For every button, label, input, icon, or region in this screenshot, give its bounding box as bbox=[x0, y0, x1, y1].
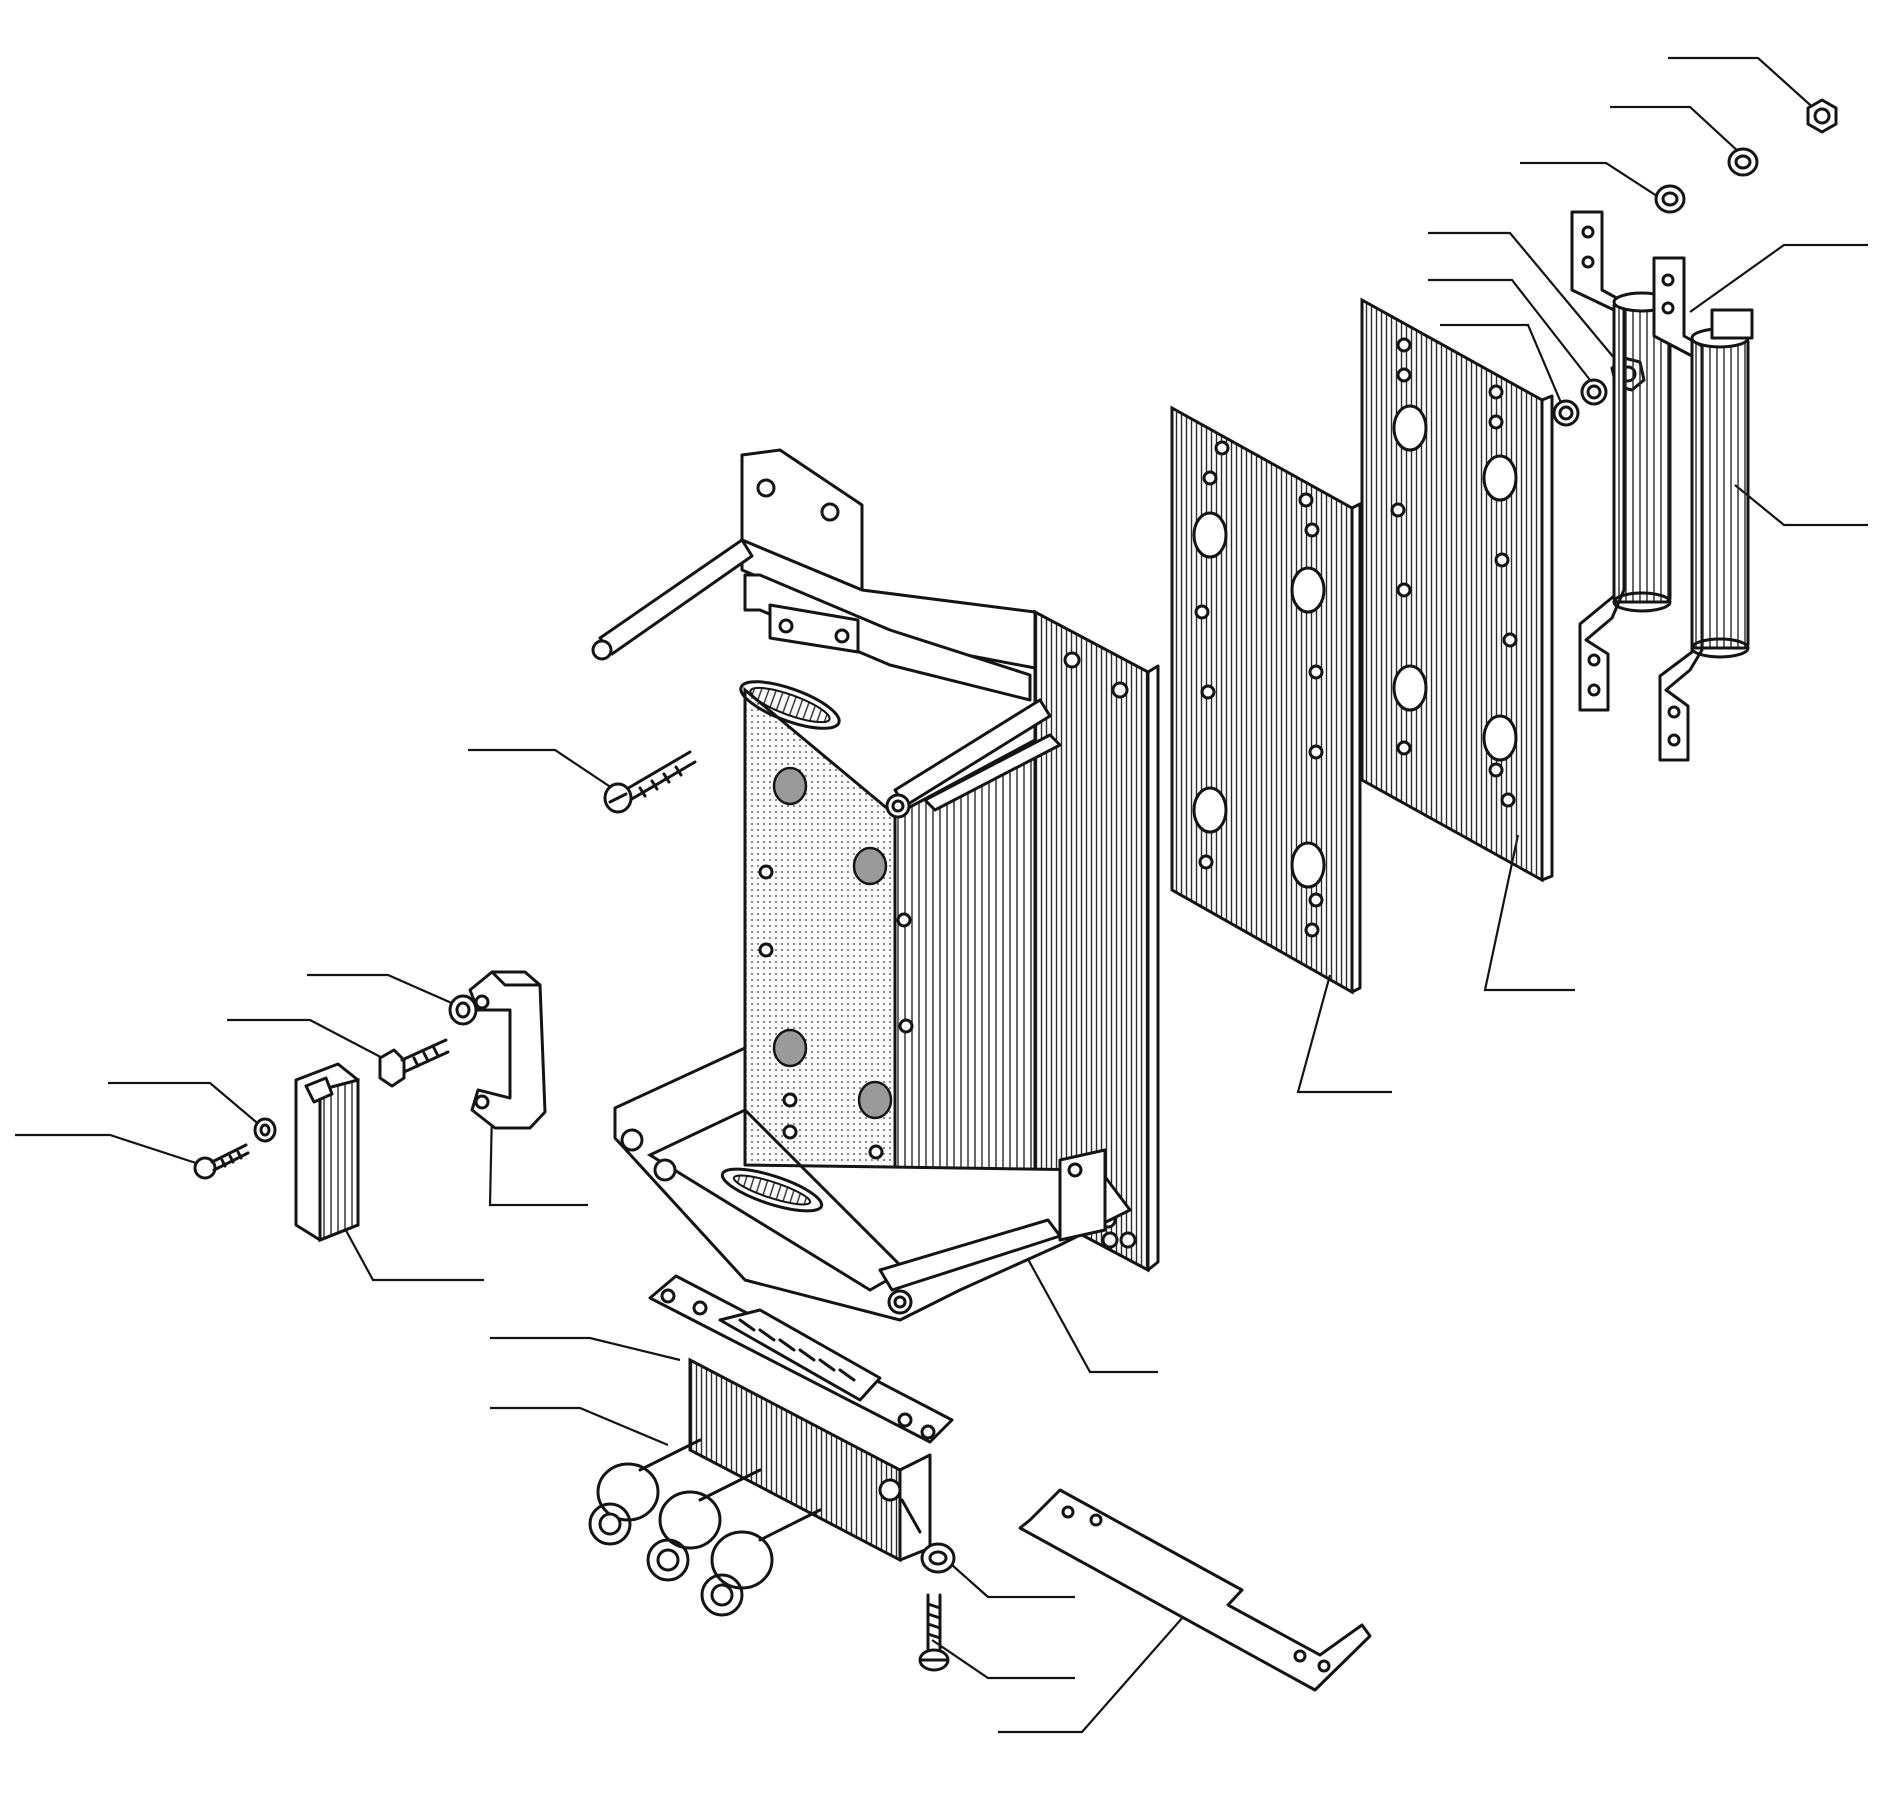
bracket-icon bbox=[468, 970, 547, 1130]
leader-clamp-bracket bbox=[488, 1109, 588, 1207]
washer-icon bbox=[1727, 147, 1759, 177]
washer-icon bbox=[1552, 399, 1580, 427]
plate-icon bbox=[1170, 405, 1362, 995]
washer-icon bbox=[448, 994, 478, 1026]
terminal-icon bbox=[294, 1062, 360, 1243]
strip-icon bbox=[1018, 1488, 1372, 1692]
leader-washer-mid-2 bbox=[1440, 323, 1564, 406]
leader-hex-bolt bbox=[227, 1018, 391, 1063]
leader-long-screw bbox=[468, 748, 616, 791]
leader-plain-washer bbox=[307, 973, 464, 1010]
leader-lock-washer-lower bbox=[951, 1564, 1075, 1599]
washer-icon bbox=[1654, 184, 1686, 214]
leader-cover-strip bbox=[998, 1599, 1199, 1734]
washer-icon bbox=[920, 1542, 956, 1574]
leader-spring-washer bbox=[108, 1081, 263, 1128]
bus-bar-icon bbox=[1570, 210, 1672, 712]
leader-stud-nut bbox=[1428, 231, 1621, 366]
leader-washer-top-2 bbox=[1520, 161, 1664, 201]
gland-icon bbox=[588, 1438, 822, 1617]
frame-icon bbox=[591, 448, 1160, 1322]
washer-icon bbox=[253, 1117, 277, 1143]
leader-plate-front bbox=[1483, 834, 1575, 992]
leader-bus-bar-right bbox=[1734, 484, 1868, 527]
leader-plate-rear bbox=[1296, 974, 1392, 1094]
leader-connector-housing bbox=[490, 1336, 681, 1362]
bolt-icon bbox=[378, 1038, 450, 1088]
hex-nut-icon bbox=[1806, 98, 1838, 134]
leader-terminal-block bbox=[342, 1224, 484, 1282]
connector-icon bbox=[648, 1274, 954, 1563]
screw-icon bbox=[193, 1143, 250, 1180]
washer-icon bbox=[1580, 378, 1608, 406]
leader-mounting-screw-lower bbox=[931, 1639, 1075, 1680]
plate-icon bbox=[1360, 297, 1554, 883]
screw-icon bbox=[918, 1593, 950, 1672]
leader-bus-bar-left bbox=[1689, 243, 1868, 313]
screw-icon bbox=[603, 750, 697, 814]
leader-washer-top-1 bbox=[1610, 105, 1741, 154]
leader-small-screw bbox=[15, 1133, 203, 1167]
bus-bar-icon bbox=[1652, 256, 1754, 762]
leader-washer-mid-1 bbox=[1428, 278, 1591, 381]
leader-cable-gland bbox=[490, 1406, 669, 1447]
leader-nut-top bbox=[1668, 56, 1819, 113]
callout-leaders bbox=[15, 56, 1868, 1734]
